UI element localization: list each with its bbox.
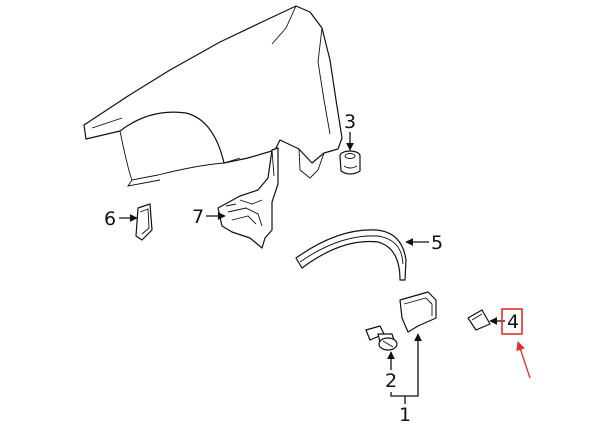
callout-3: 3 [344,111,356,133]
fender-panel [83,5,343,187]
callout-2: 2 [385,370,397,392]
callout-4: 4 [507,311,519,333]
part-6-bracket [135,203,153,241]
part-1-lower-flare [399,291,437,333]
part-5-arch-molding [295,229,407,281]
part-2-push-clip [365,325,398,351]
highlight-box [501,308,523,335]
part-3-grommet [339,150,361,175]
callout-1: 1 [399,404,411,426]
part-4-clip [467,309,491,331]
callout-5: 5 [431,232,443,254]
highlight-arrow [516,341,531,379]
callout-7: 7 [192,206,204,228]
part-7-splash-shield [217,147,279,249]
callout-6: 6 [104,208,116,230]
